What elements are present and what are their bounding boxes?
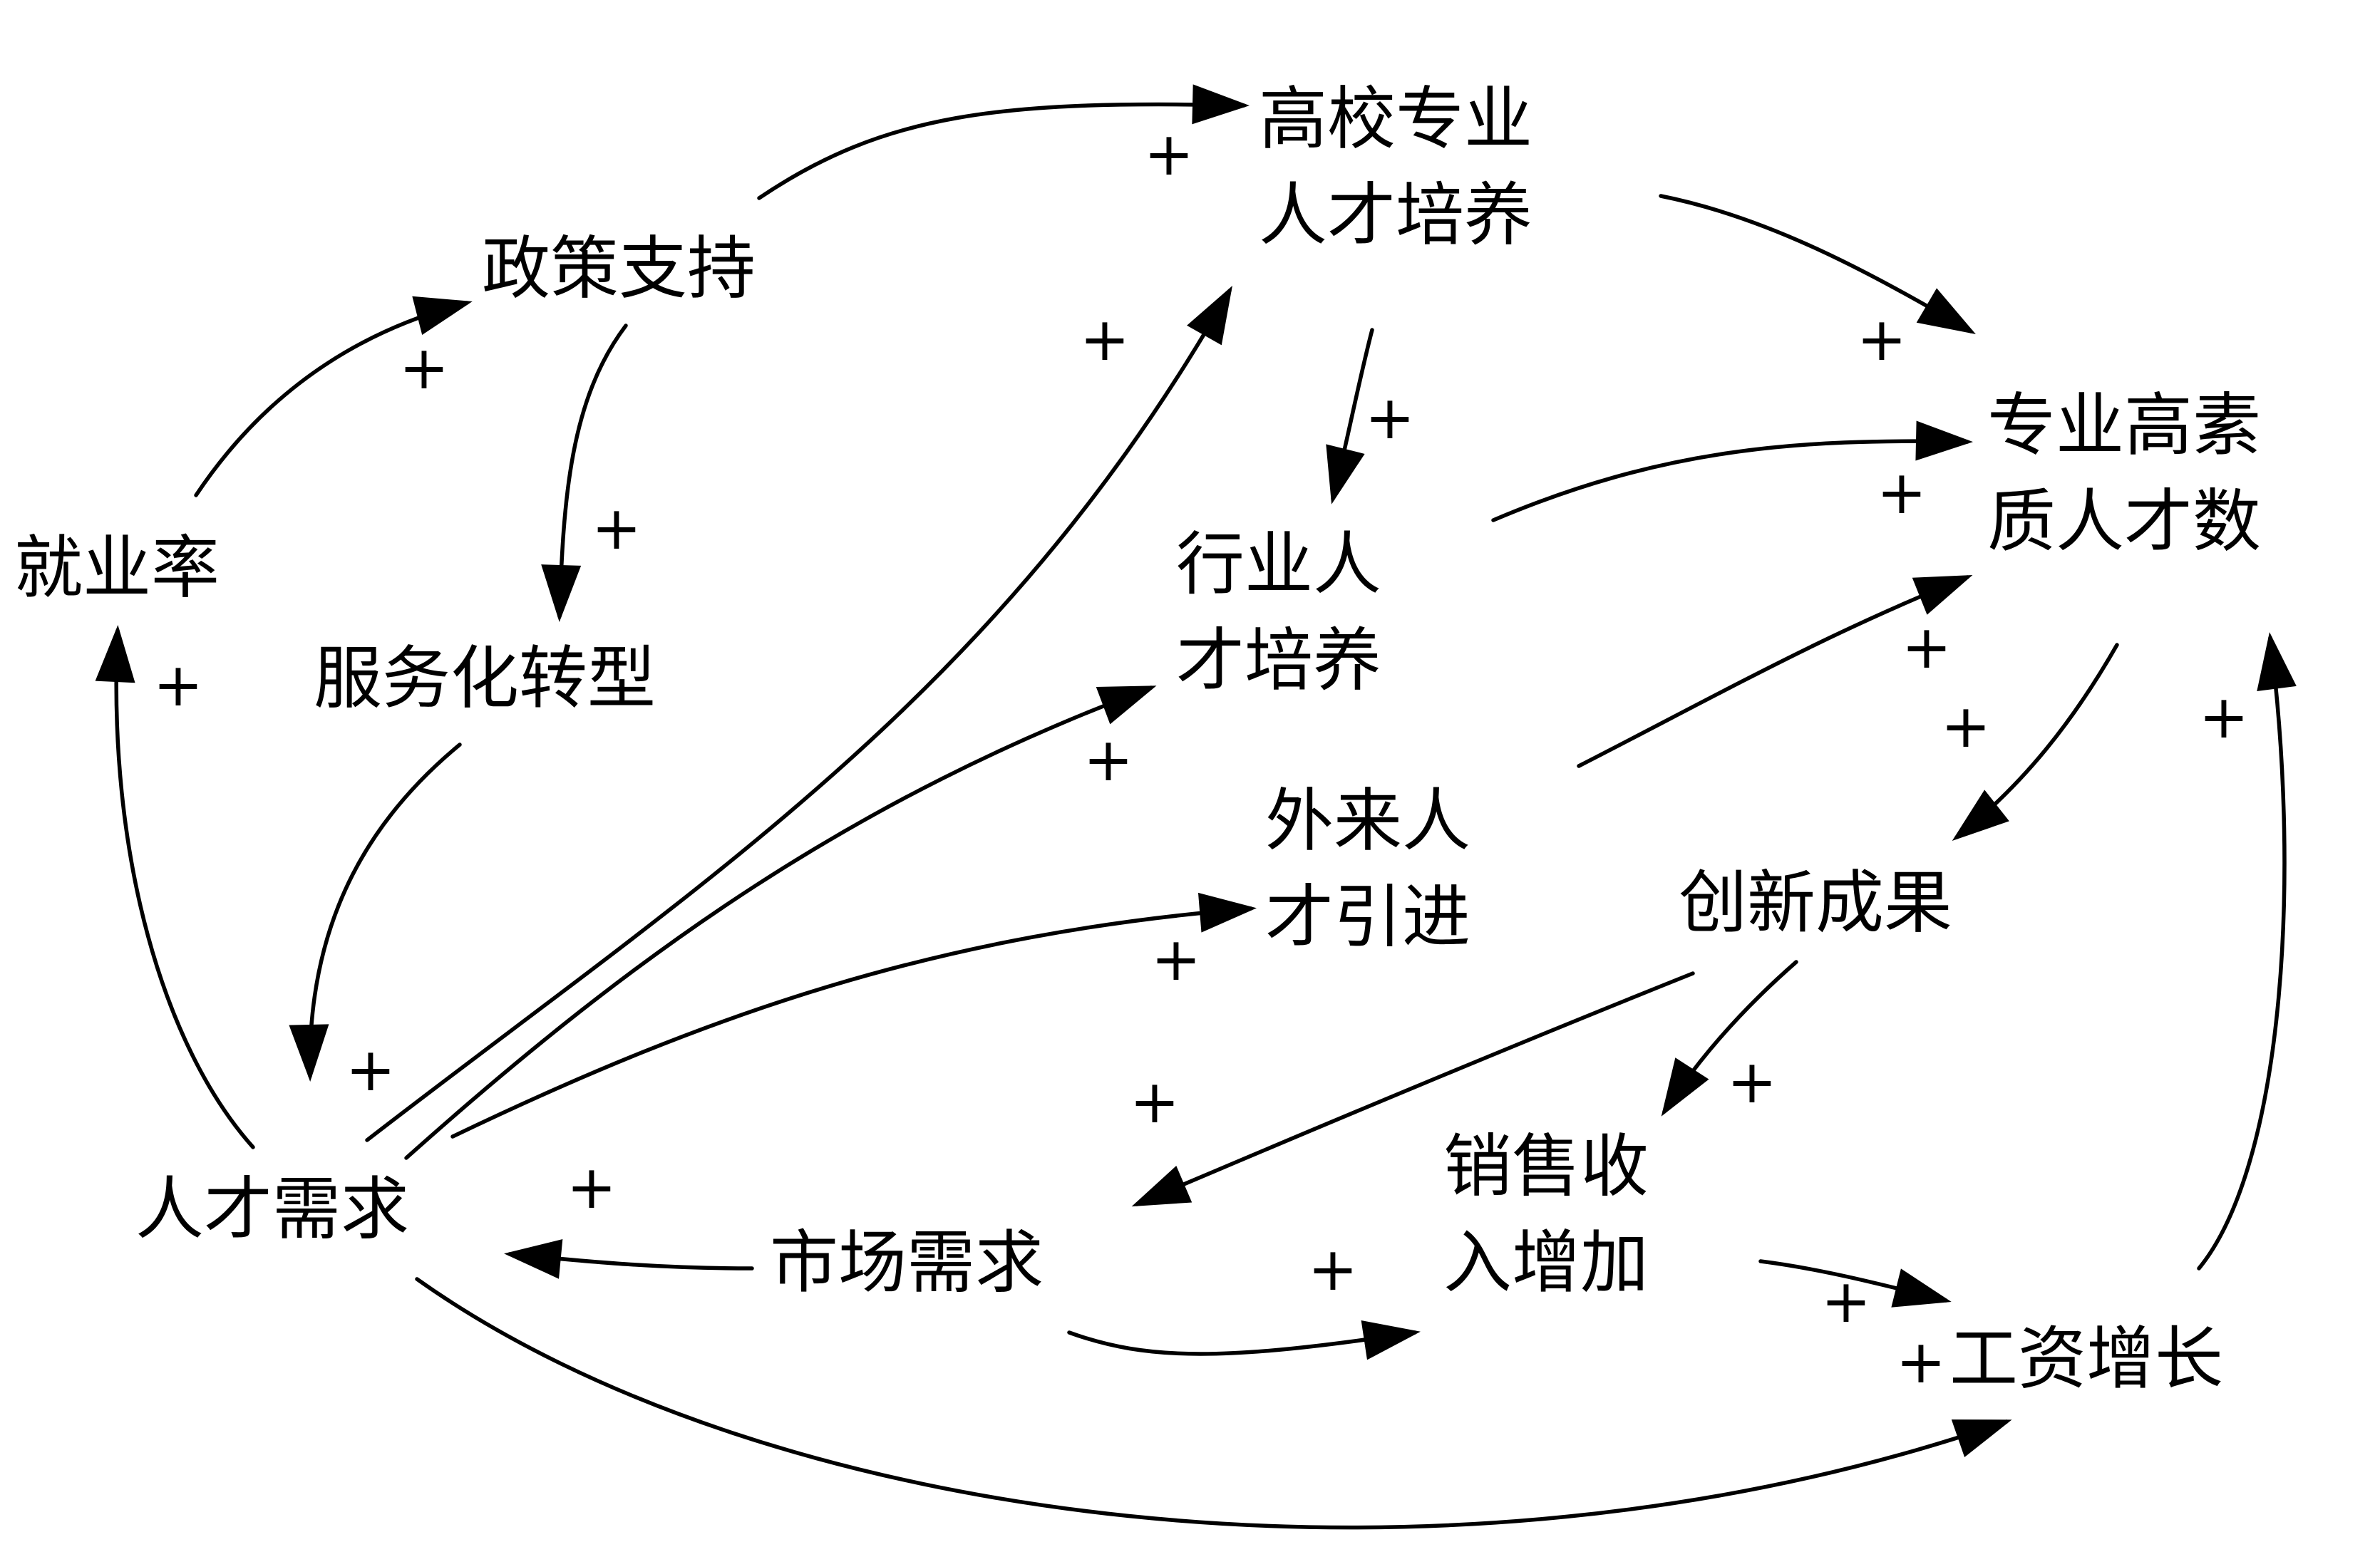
- edge-talent-demand-to-university-training: [365, 286, 1232, 1142]
- polarity-sign: +: [399, 333, 449, 403]
- edge-external-talent-to-high-quality-talent: [1577, 575, 1973, 768]
- node-innovation-results: 创新成果: [1679, 863, 1952, 943]
- polarity-sign: +: [1308, 1234, 1358, 1304]
- polarity-sign: +: [1365, 383, 1415, 452]
- edge-market-demand-to-sales-increase: [1067, 1320, 1421, 1360]
- polarity-sign: +: [1941, 691, 1991, 761]
- polarity-sign: +: [153, 650, 203, 720]
- edge-industry-training-to-high-quality-talent: [1491, 420, 1973, 522]
- polarity-sign: +: [1877, 457, 1927, 527]
- polarity-sign: +: [1130, 1067, 1180, 1137]
- node-industry-training: 行业人 才培养: [1176, 524, 1403, 700]
- polarity-sign: +: [1727, 1047, 1777, 1117]
- edge-sales-increase-to-wage-growth: [1758, 1259, 1952, 1308]
- edge-employment-rate-to-policy-support: [194, 296, 473, 497]
- polarity-sign: +: [346, 1035, 396, 1104]
- polarity-sign: +: [567, 1152, 617, 1222]
- edge-policy-support-to-university-training: [757, 84, 1250, 200]
- node-external-talent: 外来人 才引进: [1265, 781, 1493, 957]
- edge-policy-support-to-service-transformation: [541, 324, 628, 622]
- node-policy-support: 政策支持: [482, 229, 756, 309]
- polarity-sign: +: [1151, 924, 1201, 994]
- node-market-demand: 市场需求: [770, 1223, 1044, 1303]
- polarity-sign: +: [592, 493, 642, 563]
- edge-talent-demand-to-wage-growth: [415, 1277, 2012, 1530]
- node-employment-rate: 就业率: [14, 528, 220, 608]
- polarity-sign: +: [2199, 682, 2249, 752]
- edge-talent-demand-to-industry-training: [404, 685, 1157, 1160]
- node-sales-increase: 销售收 入增加: [1443, 1127, 1671, 1303]
- polarity-sign: +: [1896, 1327, 1946, 1397]
- node-university-training: 高校专业 人才培养: [1259, 79, 1555, 255]
- edge-university-training-to-industry-training: [1326, 328, 1374, 504]
- edge-innovation-results-to-sales-increase: [1661, 960, 1798, 1117]
- edge-market-demand-to-talent-demand: [504, 1238, 754, 1279]
- edge-service-transformation-to-talent-demand: [289, 742, 462, 1082]
- polarity-sign: +: [1083, 725, 1133, 795]
- edge-university-training-to-high-quality-talent: [1659, 194, 1976, 335]
- node-high-quality-talent: 专业高素 质人才数: [1987, 386, 2283, 562]
- node-talent-demand: 人才需求: [135, 1169, 409, 1249]
- node-wage-growth: 工资增长: [1949, 1319, 2223, 1399]
- polarity-sign: +: [1080, 304, 1130, 374]
- edge-innovation-results-to-market-demand: [1131, 971, 1695, 1207]
- polarity-sign: +: [1902, 612, 1952, 682]
- polarity-sign: +: [1857, 304, 1907, 374]
- edge-wage-growth-to-high-quality-talent: [2197, 632, 2297, 1271]
- edge-talent-demand-to-external-talent: [450, 892, 1257, 1139]
- edge-talent-demand-to-employment-rate: [95, 625, 255, 1149]
- node-service-transformation: 服务化转型: [314, 638, 656, 718]
- polarity-sign: +: [1144, 119, 1194, 189]
- edge-high-quality-talent-to-innovation-results: [1952, 643, 2119, 841]
- polarity-sign: +: [1821, 1266, 1871, 1336]
